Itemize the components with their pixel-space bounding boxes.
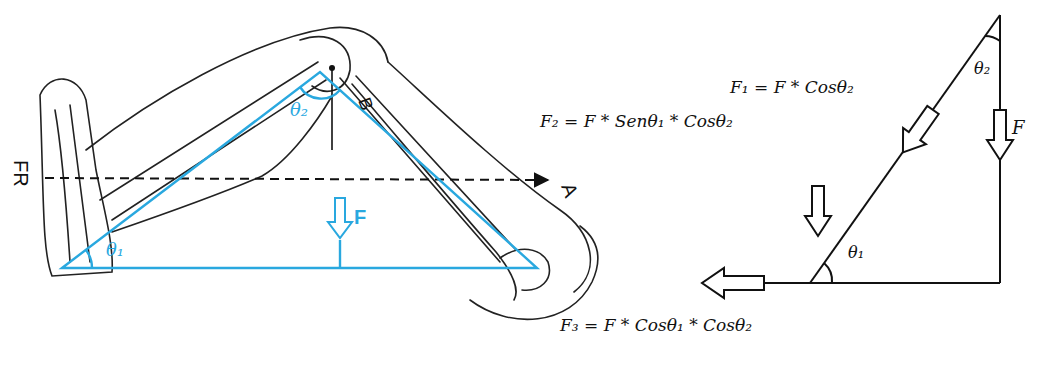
force-label: F: [354, 206, 366, 228]
force-triangle: [62, 72, 537, 268]
formula-label: F₁ = F * Cosθ₂: [730, 78, 854, 97]
leg-sketch: [40, 27, 598, 319]
point-label: A: [557, 180, 582, 200]
knee-line: [331, 68, 333, 150]
angle-label: θ₁: [848, 244, 864, 262]
knee-dot: [329, 65, 335, 71]
angle-label: θ₂: [974, 60, 990, 78]
force-label: F: [1012, 118, 1025, 138]
angle-label: θ₂: [290, 100, 308, 120]
block-arrows: [702, 102, 1013, 298]
angle-label: θ₁: [106, 240, 124, 260]
resultant-line: [45, 178, 548, 180]
force-decomposition: [760, 15, 1000, 283]
force-label: FR: [10, 160, 32, 187]
point-label: B: [353, 95, 376, 113]
formula-label: F₃ = F * Cosθ₁ * Cosθ₂: [560, 316, 752, 335]
force-arrow: [328, 198, 352, 238]
formula-label: F₂ = F * Senθ₁ * Cosθ₂: [540, 112, 733, 131]
